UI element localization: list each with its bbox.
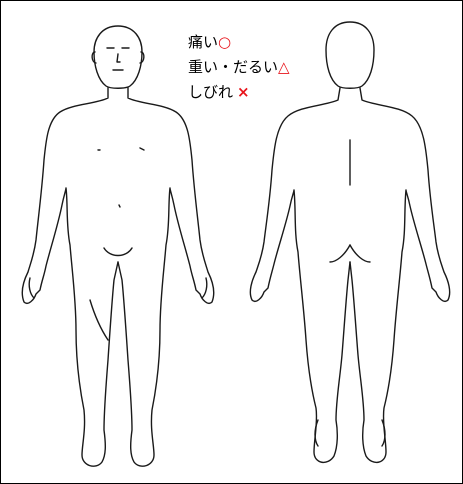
symptom-legend: 痛い○ 重い・だるい△ しびれ×: [188, 30, 290, 105]
legend-label: 痛い: [188, 33, 218, 51]
legend-item-pain: 痛い○: [188, 30, 290, 55]
back-head-outline: [326, 22, 374, 88]
back-body-outline-right: [350, 88, 450, 462]
front-body-outline-right: [118, 88, 214, 466]
front-nose: [117, 54, 120, 62]
back-body-outline-left: [250, 88, 350, 462]
front-right-hand: [202, 278, 207, 298]
front-navel: [119, 205, 120, 207]
front-chest-mark-right: [140, 148, 144, 150]
cross-symbol-icon: ×: [237, 83, 250, 101]
front-body-outline-left: [22, 88, 118, 466]
back-right-heel: [382, 420, 385, 446]
front-body-figure: [22, 26, 213, 466]
front-left-hand: [29, 278, 34, 298]
circle-symbol-icon: ○: [218, 33, 231, 51]
legend-item-heavy-dull: 重い・だるい△: [188, 55, 290, 80]
back-left-heel: [315, 420, 318, 446]
legend-label: 重い・だるい: [188, 58, 278, 76]
triangle-symbol-icon: △: [278, 58, 290, 76]
legend-item-numbness: しびれ×: [188, 80, 290, 105]
back-buttocks-line-right: [350, 245, 370, 262]
front-groin-line: [104, 248, 132, 256]
legend-label: しびれ: [188, 83, 233, 101]
back-buttocks-line: [330, 245, 350, 262]
front-knee-line: [90, 300, 108, 340]
